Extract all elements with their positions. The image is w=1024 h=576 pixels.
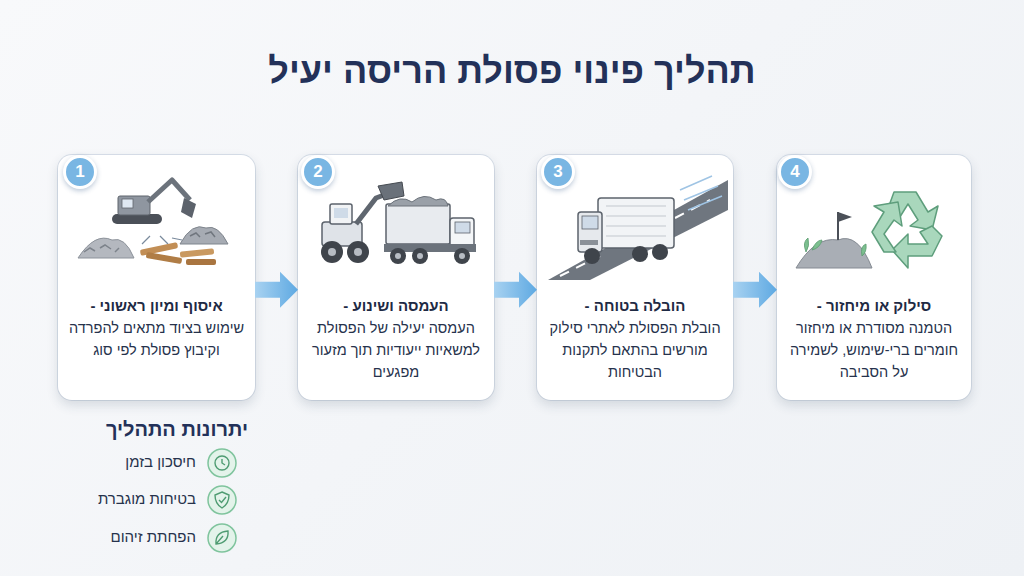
card-text: העמסה ושינוע -העמסה יעילה של הפסולת למשא…	[306, 295, 486, 383]
benefit-icons	[208, 449, 236, 552]
benefit-icons-part	[208, 524, 236, 552]
step-heading: סילוק או מיחזור -	[785, 295, 963, 317]
benefit-icons-part	[208, 486, 236, 514]
benefit-icons-part	[222, 459, 225, 465]
step-heading: איסוף ומיון ראשוני -	[66, 295, 247, 317]
benefit-icons-part	[216, 531, 228, 544]
benefit-item: בטיחות מוגברת	[60, 490, 196, 507]
flow-arrow	[733, 272, 777, 308]
benefit-icons-part	[215, 492, 229, 508]
callout-number: 2	[301, 155, 335, 189]
callout-number: 3	[541, 155, 575, 189]
step-description: שימוש בציוד מתאים להפרדה וקיבוץ פסולת לפ…	[66, 317, 247, 361]
step-card: הובלה בטוחה -הובלת הפסולת לאתרי סילוק מו…	[537, 155, 733, 400]
card-text: סילוק או מיחזור -הטמנה מסודרת או מיחזור …	[785, 295, 963, 383]
flow-arrow	[494, 272, 537, 308]
step-description: הטמנה מסודרת או מיחזור חומרים ברי-שימוש,…	[785, 317, 963, 383]
card-text: הובלה בטוחה -הובלת הפסולת לאתרי סילוק מו…	[545, 295, 725, 383]
callout-number: 4	[778, 155, 812, 189]
step-card: סילוק או מיחזור -הטמנה מסודרת או מיחזור …	[777, 155, 971, 400]
benefit-icons-part	[208, 449, 236, 477]
step-description: העמסה יעילה של הפסולת למשאיות ייעודיות ת…	[306, 317, 486, 383]
flow-arrow	[255, 272, 298, 308]
callout-number: 1	[63, 155, 97, 189]
benefit-item: הפחתת זיהום	[60, 528, 196, 545]
step-heading: העמסה ושינוע -	[306, 295, 486, 317]
benefit-item: חיסכון בזמן	[60, 453, 196, 470]
card-text: איסוף ומיון ראשוני -שימוש בציוד מתאים לה…	[66, 295, 247, 361]
step-card: איסוף ומיון ראשוני -שימוש בציוד מתאים לה…	[58, 155, 255, 400]
step-heading: הובלה בטוחה -	[545, 295, 725, 317]
benefit-icons-part	[219, 497, 226, 503]
step-card: העמסה ושינוע -העמסה יעילה של הפסולת למשא…	[298, 155, 494, 400]
step-description: הובלת הפסולת לאתרי סילוק מורשים בהתאם לת…	[545, 317, 725, 383]
diagram-title: תהליך פינוי פסולת הריסה יעיל	[0, 50, 1024, 92]
benefit-icons-part	[215, 456, 229, 470]
benefits-heading: יתרונות התהליך	[30, 418, 248, 441]
